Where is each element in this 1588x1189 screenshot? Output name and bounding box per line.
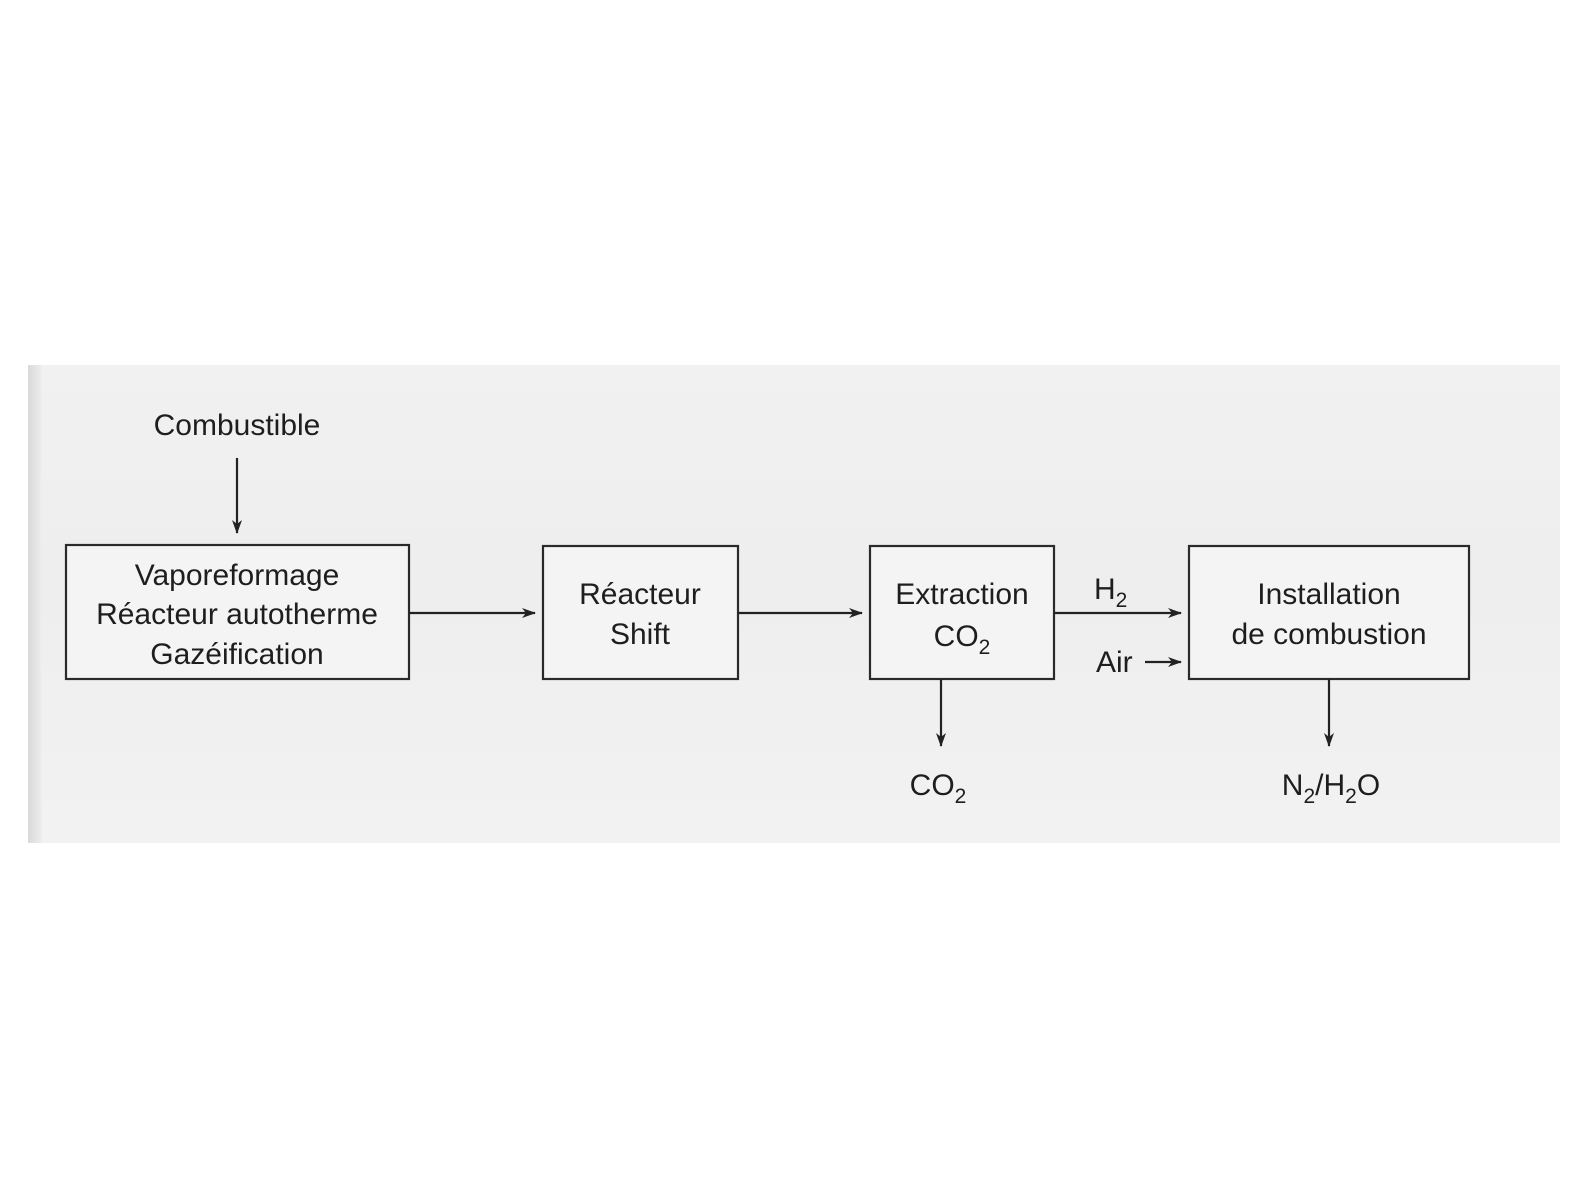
node-combustion-line-1: Installation xyxy=(1257,578,1400,611)
output-n2-h2o-label: N2/H2O xyxy=(1282,769,1380,808)
input-combustible-label: Combustible xyxy=(154,409,321,442)
node-shift-box xyxy=(541,544,740,681)
node-co2-extraction-line-2: CO2 xyxy=(934,620,991,659)
output-h-sub: 2 xyxy=(1345,785,1357,808)
output-sep-h: /H xyxy=(1315,769,1345,802)
node-reformer-box xyxy=(64,543,411,681)
node-co2-extraction-sub: 2 xyxy=(979,636,991,659)
output-co2-label: CO2 xyxy=(910,769,967,808)
edge-label-h2: H2 xyxy=(1094,573,1127,612)
node-reformer-line-3: Gazéification xyxy=(150,638,323,671)
node-reformer-line-1: Vaporeformage xyxy=(135,559,340,592)
node-reformer-line-2: Réacteur autotherme xyxy=(96,598,378,631)
output-n-main: N xyxy=(1282,769,1304,802)
node-co2-extraction-line-1: Extraction xyxy=(895,578,1028,611)
output-n-sub: 2 xyxy=(1303,785,1315,808)
node-shift-line-1: Réacteur xyxy=(579,578,701,611)
node-co2-extraction-co: CO xyxy=(934,620,979,653)
node-co2-extraction: Extraction CO2 xyxy=(868,544,1056,681)
node-combustion-line-2: de combustion xyxy=(1231,618,1426,651)
edge-label-air: Air xyxy=(1096,646,1133,679)
node-shift: Réacteur Shift xyxy=(541,544,740,681)
node-co2-extraction-box xyxy=(868,544,1056,681)
output-co2-sub: 2 xyxy=(955,785,967,808)
output-o-tail: O xyxy=(1357,769,1380,802)
node-combustion-box xyxy=(1187,544,1471,681)
output-co2-main: CO xyxy=(910,769,955,802)
edge-label-h2-sub: 2 xyxy=(1116,589,1128,612)
node-combustion: Installation de combustion xyxy=(1187,544,1471,681)
node-reformer: Vaporeformage Réacteur autotherme Gazéif… xyxy=(64,543,411,681)
node-shift-line-2: Shift xyxy=(610,618,671,651)
page-edge-shadow xyxy=(28,365,42,843)
edge-label-h2-main: H xyxy=(1094,573,1116,606)
